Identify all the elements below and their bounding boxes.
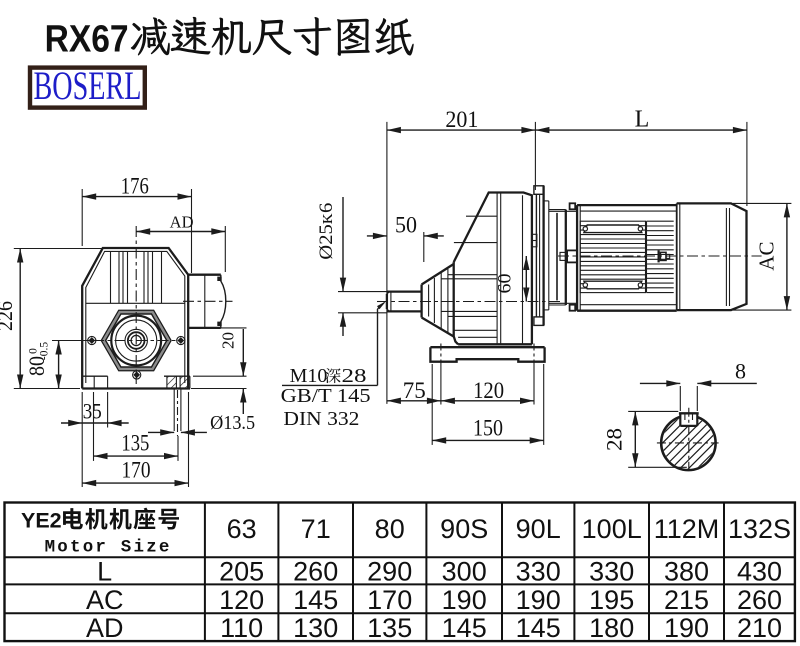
svg-text:110: 110 [220, 613, 263, 643]
svg-text:260: 260 [737, 585, 782, 615]
svg-text:50: 50 [395, 213, 417, 239]
svg-text:100L: 100L [582, 514, 642, 544]
svg-text:135: 135 [367, 613, 412, 643]
svg-text:210: 210 [737, 613, 782, 643]
svg-text:Ø13.5: Ø13.5 [210, 413, 255, 434]
svg-text:L: L [97, 557, 112, 587]
svg-text:170: 170 [122, 457, 151, 482]
svg-text:L: L [635, 106, 650, 132]
svg-text:201: 201 [445, 107, 478, 133]
svg-text:330: 330 [516, 557, 561, 587]
svg-text:BOSERL: BOSERL [34, 63, 142, 108]
svg-text:YE2: YE2 [21, 509, 62, 533]
svg-text:90S: 90S [440, 514, 488, 544]
svg-text:120: 120 [219, 585, 264, 615]
svg-text:28: 28 [342, 365, 367, 387]
svg-text:135: 135 [121, 430, 149, 455]
svg-text:190: 190 [516, 585, 561, 615]
svg-text:M10: M10 [290, 365, 328, 387]
svg-text:71: 71 [301, 514, 331, 544]
svg-text:205: 205 [219, 557, 264, 587]
svg-text:75: 75 [403, 378, 426, 404]
svg-text:430: 430 [737, 557, 782, 587]
svg-text:300: 300 [442, 557, 487, 587]
svg-text:0: 0 [28, 348, 40, 354]
svg-text:Ø25ᴋ6: Ø25ᴋ6 [316, 203, 337, 260]
svg-text:170: 170 [367, 585, 412, 615]
svg-text:80: 80 [375, 514, 405, 544]
svg-text:112M: 112M [654, 514, 720, 544]
svg-text:Motor Size: Motor Size [45, 538, 172, 558]
svg-text:190: 190 [442, 585, 487, 615]
svg-text:180: 180 [589, 613, 634, 643]
svg-text:195: 195 [589, 585, 634, 615]
svg-text:AD: AD [86, 613, 124, 643]
svg-text:176: 176 [121, 173, 149, 198]
svg-text:GB/T 145: GB/T 145 [281, 385, 371, 407]
svg-text:AD: AD [170, 213, 194, 232]
svg-text:60: 60 [495, 274, 516, 294]
svg-text:35: 35 [83, 399, 102, 424]
svg-text:AC: AC [755, 242, 779, 271]
svg-text:330: 330 [589, 557, 634, 587]
svg-text:20: 20 [218, 332, 237, 349]
svg-text:260: 260 [293, 557, 338, 587]
svg-text:DIN 332: DIN 332 [283, 408, 359, 430]
svg-text:130: 130 [293, 613, 338, 643]
svg-text:80: 80 [24, 356, 49, 376]
svg-text:RX67: RX67 [45, 19, 129, 61]
svg-text:132S: 132S [728, 514, 791, 544]
svg-text:90L: 90L [516, 514, 561, 544]
svg-text:190: 190 [664, 613, 709, 643]
svg-text:AC: AC [86, 585, 124, 615]
svg-text:63: 63 [227, 514, 257, 544]
svg-text:8: 8 [735, 358, 746, 383]
svg-text:290: 290 [367, 557, 412, 587]
svg-text:150: 150 [473, 415, 503, 441]
svg-text:120: 120 [473, 378, 504, 404]
svg-text:380: 380 [664, 557, 709, 587]
svg-text:28: 28 [601, 428, 626, 451]
svg-text:215: 215 [664, 585, 709, 615]
svg-text:145: 145 [516, 613, 561, 643]
svg-text:226: 226 [0, 301, 17, 331]
svg-text:-0.5: -0.5 [39, 342, 51, 360]
svg-text:145: 145 [442, 613, 487, 643]
svg-text:145: 145 [293, 585, 338, 615]
